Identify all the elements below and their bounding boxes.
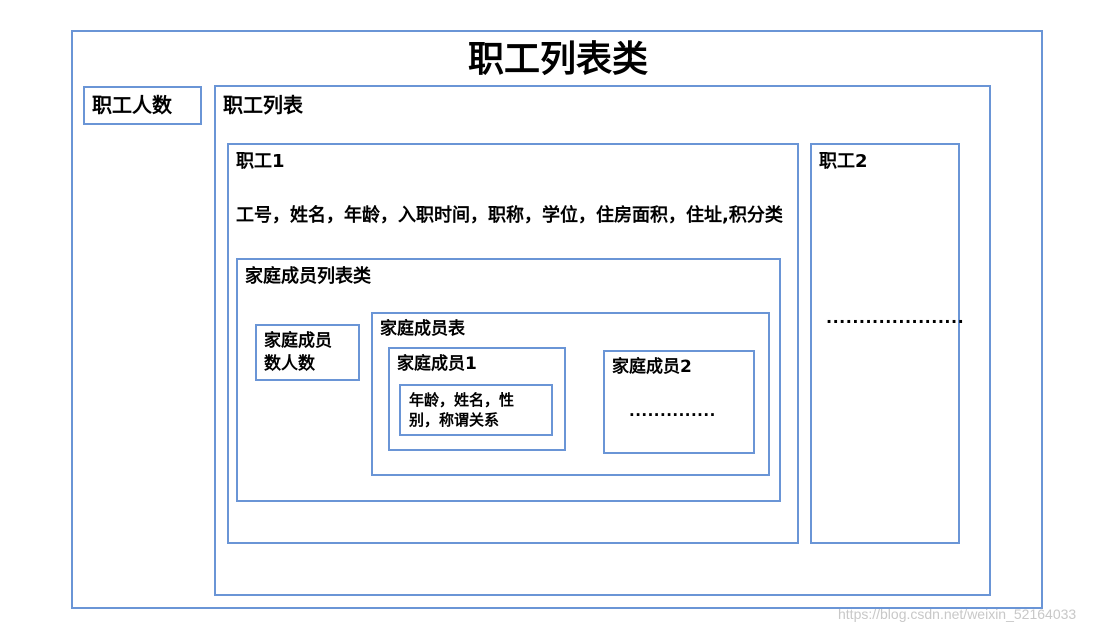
employee2-label: 职工2 [819, 151, 868, 172]
employee-count-label: 职工人数 [92, 93, 172, 117]
employee2-box [810, 143, 960, 544]
employee-count-box [83, 86, 202, 125]
family-member2-box [603, 350, 755, 454]
family-list-class-label: 家庭成员列表类 [245, 266, 371, 287]
family-member2-ellipsis: .............. [629, 402, 716, 420]
family-member-table-label: 家庭成员表 [380, 319, 465, 339]
family-member-count-box [255, 324, 360, 381]
family-member1-fields-box [399, 384, 553, 436]
employee2-ellipsis: ..................... [826, 308, 965, 327]
diagram-title: 职工列表类 [468, 39, 649, 80]
employee-list-label: 职工列表 [223, 93, 303, 117]
employee1-fields: 工号，姓名，年龄，入职时间，职称，学位，住房面积，住址,积分类 [236, 205, 783, 226]
watermark: https://blog.csdn.net/weixin_52164033 [838, 606, 1077, 622]
family-member2-label: 家庭成员2 [612, 357, 692, 377]
family-member-count-label: 家庭成员数人数 [264, 331, 332, 374]
employee1-label: 职工1 [236, 151, 285, 172]
family-member1-fields: 年龄，姓名，性别，称谓关系 [409, 391, 515, 429]
family-member1-label: 家庭成员1 [397, 354, 477, 374]
